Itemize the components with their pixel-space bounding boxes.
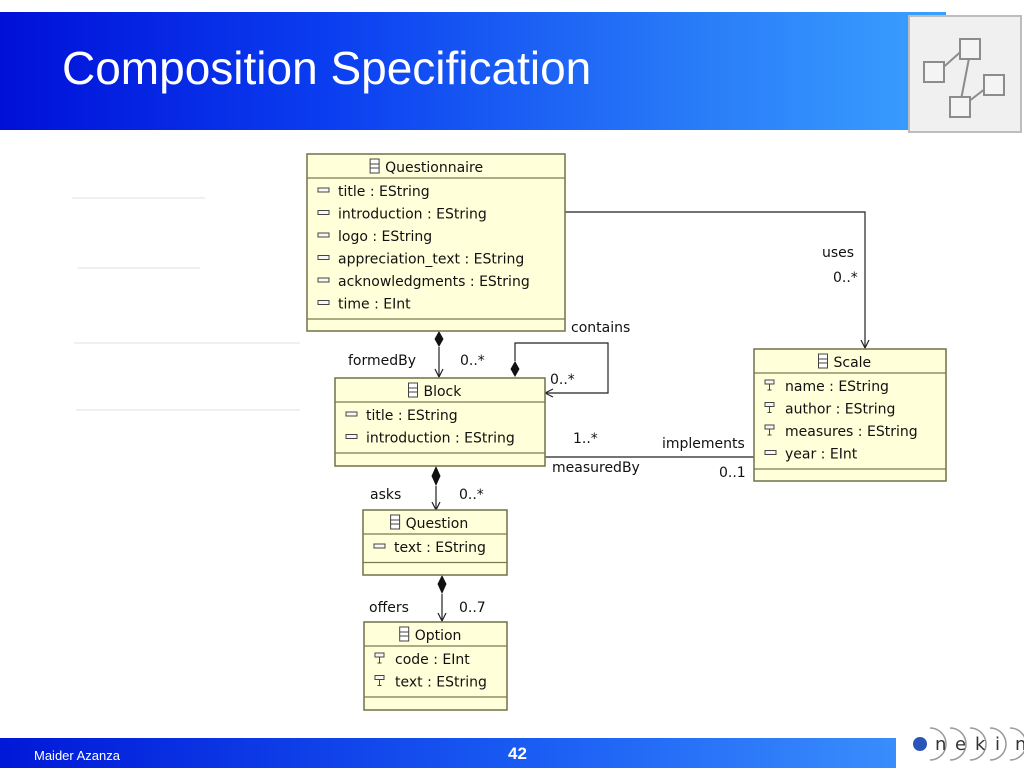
class-icon	[399, 626, 410, 642]
class-attribute: logo : EString	[338, 229, 432, 245]
attribute-icon	[345, 411, 358, 417]
uses-multiplicity: 0..*	[833, 270, 858, 286]
attribute-icon	[317, 187, 330, 193]
attribute-icon	[317, 277, 330, 283]
class-icon	[369, 158, 380, 174]
implements-label: implements	[662, 436, 745, 452]
class-name: Questionnaire	[385, 160, 483, 176]
key-attribute-icon	[764, 379, 775, 391]
uses-connector	[565, 211, 865, 348]
key-attribute-icon	[764, 424, 775, 436]
diagram-logo-icon	[908, 15, 1022, 133]
attribute-icon	[345, 434, 358, 439]
brand-dot-icon	[913, 737, 927, 751]
class-attribute: introduction : EString	[366, 431, 515, 447]
brand-letter: k	[975, 734, 986, 755]
class-attribute: acknowledgments : EString	[338, 274, 530, 290]
attribute-icon	[317, 210, 330, 215]
formedby-multiplicity: 0..*	[460, 353, 485, 369]
uses-label: uses	[822, 245, 854, 261]
class-attribute: introduction : EString	[338, 207, 487, 223]
class-attribute: title : EString	[338, 184, 430, 200]
brand-letter: n	[935, 734, 946, 755]
class-attribute: time : EInt	[338, 297, 411, 313]
attribute-icon	[317, 255, 330, 260]
author-name: Maider Azanza	[34, 748, 120, 763]
formedby-label: formedBy	[348, 353, 416, 369]
key-attribute-icon	[374, 675, 385, 686]
measuredby-label: measuredBy	[552, 460, 640, 476]
page-number: 42	[508, 744, 527, 763]
asks-multiplicity: 0..*	[459, 487, 484, 503]
class-icon	[408, 382, 418, 398]
class-name: Block	[424, 384, 463, 400]
title-banner	[0, 12, 946, 130]
attribute-icon	[317, 232, 330, 238]
asks-label: asks	[370, 487, 401, 503]
class-icon	[390, 514, 401, 530]
class-attribute: author : EString	[785, 402, 895, 418]
class-attribute: year : EInt	[785, 447, 858, 463]
attribute-icon	[373, 543, 386, 549]
contains-diamond	[510, 361, 520, 377]
brand-letter: i	[995, 734, 1000, 755]
class-questionnaire: Questionnaire title : EString introduction…	[306, 153, 566, 332]
attribute-icon	[317, 300, 330, 305]
offers-diamond	[437, 575, 447, 594]
class-attribute: code : EInt	[395, 652, 470, 668]
footer-bar	[0, 738, 896, 768]
brand-letter: e	[955, 734, 966, 755]
class-attribute: name : EString	[785, 379, 889, 395]
key-attribute-icon	[374, 652, 385, 664]
slide-title: Composition Specification	[62, 42, 592, 94]
class-icon	[818, 353, 828, 369]
class-question: Question text : EString	[362, 509, 508, 576]
attribute-icon	[764, 450, 777, 455]
class-attribute: text : EString	[395, 675, 487, 691]
class-attribute: text : EString	[394, 540, 486, 556]
class-attribute: appreciation_text : EString	[338, 252, 524, 268]
key-attribute-icon	[764, 402, 775, 413]
measuredby-multiplicity: 1..*	[573, 431, 598, 447]
contains-multiplicity: 0..*	[550, 372, 575, 388]
class-attribute: measures : EString	[785, 424, 918, 440]
class-block: Block title : EString introduction : EStri…	[334, 377, 546, 467]
class-name: Question	[406, 516, 469, 532]
implements-multiplicity: 0..1	[719, 465, 746, 481]
asks-diamond	[431, 466, 441, 486]
class-name: Option	[415, 628, 462, 644]
class-attribute: title : EString	[366, 408, 458, 424]
offers-multiplicity: 0..7	[459, 600, 486, 616]
class-option: Option code : EInt text : EString	[363, 621, 508, 711]
class-scale: Scale name : EString author : EString measu…	[753, 348, 947, 482]
formedby-diamond	[434, 331, 444, 347]
contains-label: contains	[571, 320, 630, 336]
brand-letter: n	[1015, 734, 1024, 755]
class-name: Scale	[834, 355, 872, 371]
contains-connector	[514, 342, 609, 393]
offers-label: offers	[369, 600, 409, 616]
